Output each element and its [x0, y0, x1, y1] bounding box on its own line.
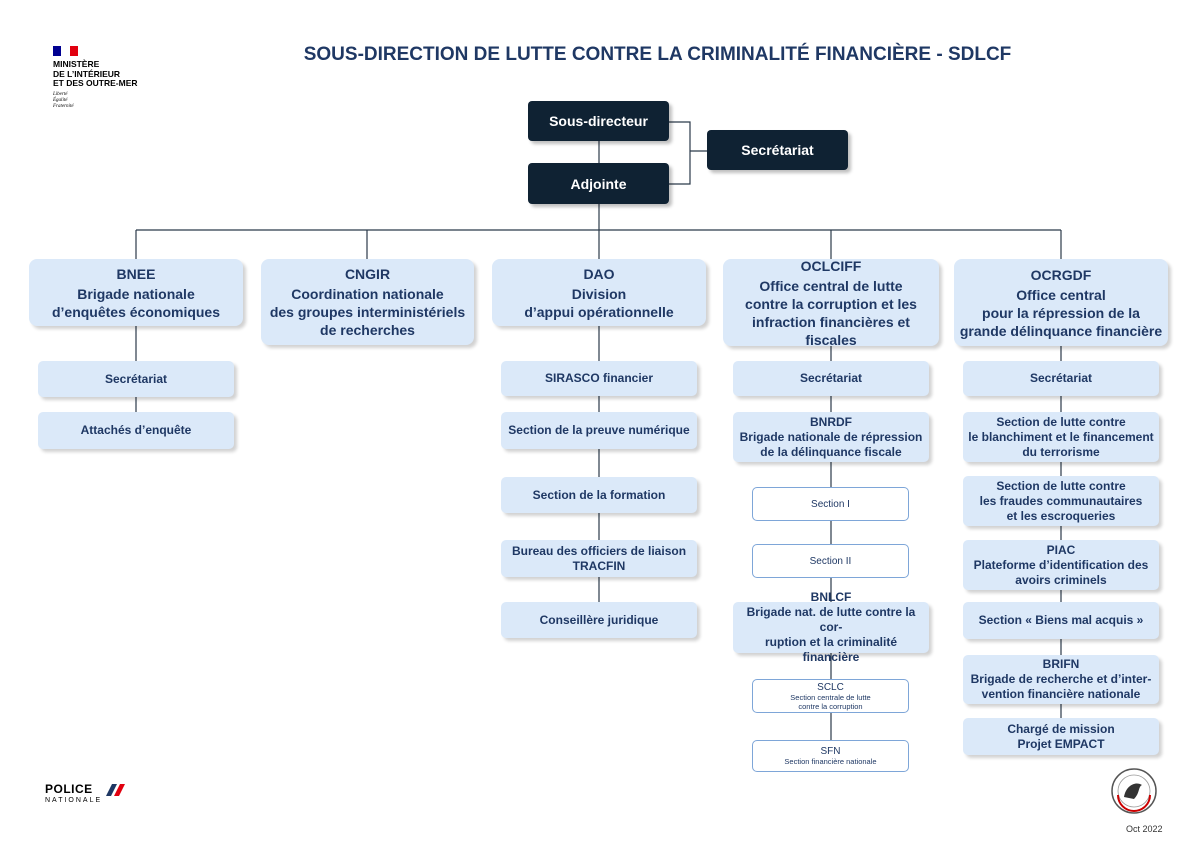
node-adjointe: Adjointe	[528, 163, 669, 204]
node-bnee: BNEE Brigade nationale d’enquêtes économ…	[29, 259, 243, 326]
republique-flag-icon	[53, 46, 78, 56]
police-nationale-logo: POLICE NATIONALE	[45, 782, 103, 804]
node-oclciff: OCLCIFF Office central de lutte contre l…	[723, 258, 939, 348]
page-title: SOUS-DIRECTION DE LUTTE CONTRE LA CRIMIN…	[303, 44, 1012, 65]
node-secretariat-direction: Secrétariat	[707, 130, 848, 170]
ministry-name: MINISTÈRE DE L’INTÉRIEUR ET DES OUTRE-ME…	[53, 59, 138, 88]
republique-motto: Liberté Égalité Fraternité	[53, 92, 74, 109]
unit-dao-formation: Section de la formation	[501, 477, 697, 513]
node-sous-directeur: Sous-directeur	[528, 101, 669, 141]
node-ocrgdf: OCRGDF Office central pour la répression…	[954, 259, 1168, 346]
police-seal-icon	[1111, 768, 1157, 814]
unit-ocrg-biens-mal-acquis: Section « Biens mal acquis »	[963, 602, 1159, 639]
unit-dao-sirasco: SIRASCO financier	[501, 361, 697, 396]
unit-ocl-secretariat: Secrétariat	[733, 361, 929, 396]
unit-dao-preuve-numerique: Section de la preuve numérique	[501, 412, 697, 449]
unit-ocl-section-2: Section II	[752, 544, 909, 578]
unit-dao-conseillere: Conseillère juridique	[501, 602, 697, 638]
unit-bnee-secretariat: Secrétariat	[38, 361, 234, 397]
unit-ocrg-secretariat: Secrétariat	[963, 361, 1159, 396]
revision-date: Oct 2022	[1126, 824, 1163, 834]
node-cngir: CNGIR Coordination nationale des groupes…	[261, 259, 474, 345]
unit-ocl-section-1: Section I	[752, 487, 909, 521]
police-stripes-icon	[106, 784, 125, 796]
node-dao: DAO Division d’appui opérationnelle	[492, 259, 706, 326]
unit-bnee-attaches: Attachés d’enquête	[38, 412, 234, 449]
